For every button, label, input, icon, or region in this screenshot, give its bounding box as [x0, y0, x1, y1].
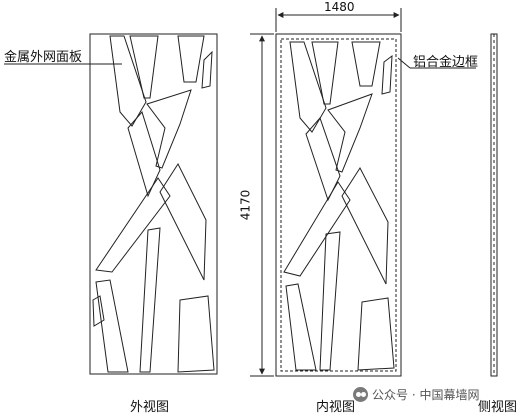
- outer-stripe-left: [109, 35, 147, 127]
- inner-stripe-side-right: [381, 54, 393, 95]
- aluminum-frame-label: 铝合金边框: [413, 55, 479, 70]
- inner-stripe-lower-right: [357, 297, 395, 371]
- inner-stripe-lower-mid: [319, 231, 341, 371]
- outer-stripe-mid: [129, 35, 159, 99]
- side-view: [490, 33, 498, 377]
- height-dimension-label: 4170: [238, 189, 253, 221]
- outer-stripe-lower-left: [95, 279, 129, 373]
- outer-panel-border: [89, 33, 218, 375]
- width-dimension: [275, 8, 402, 32]
- outer-view-panel: [89, 33, 218, 375]
- inner-stripe-cross-b: [341, 167, 389, 285]
- outer-stripe-cross-b: [159, 162, 207, 281]
- watermark-text: 公众号 · 中国幕墙网: [372, 388, 480, 402]
- inner-view-panel: [275, 33, 402, 377]
- inner-stripe-diag1: [327, 93, 373, 173]
- outer-stripe-side-right: [201, 50, 213, 89]
- inner-stripe-lower-left: [285, 283, 317, 371]
- height-dimension: [250, 33, 274, 377]
- leader-lines: [4, 57, 476, 69]
- inner-frame-inner: [280, 38, 397, 372]
- side-view-caption: 侧视图: [478, 400, 517, 415]
- inner-stripe-diag2: [305, 117, 341, 202]
- outer-stripe-right-top: [177, 35, 205, 83]
- inner-view-caption: 内视图: [316, 400, 356, 415]
- inner-stripe-mid: [311, 41, 339, 105]
- metal-panel-label: 金属外网面板: [4, 50, 83, 65]
- wechat-icon: [353, 387, 368, 402]
- width-dimension-label: 1480: [324, 0, 355, 14]
- outer-stripe-lower-mid: [139, 227, 161, 373]
- outer-stripe-cross-a: [95, 177, 171, 273]
- inner-stripe-cross-a: [283, 181, 351, 277]
- outer-view-caption: 外视图: [130, 400, 170, 415]
- outer-stripe-diag2: [127, 110, 161, 198]
- outer-stripe-low-edge-left: [92, 295, 105, 327]
- frame-leader-d: [397, 57, 411, 69]
- inner-stripe-right-top: [351, 41, 381, 87]
- inner-stripe-left: [289, 41, 327, 133]
- outer-stripe-lower-right: [177, 295, 215, 373]
- watermark: 公众号 · 中国幕墙网: [353, 386, 479, 403]
- inner-frame-outer: [275, 33, 402, 377]
- outer-stripe-diag1: [146, 89, 192, 169]
